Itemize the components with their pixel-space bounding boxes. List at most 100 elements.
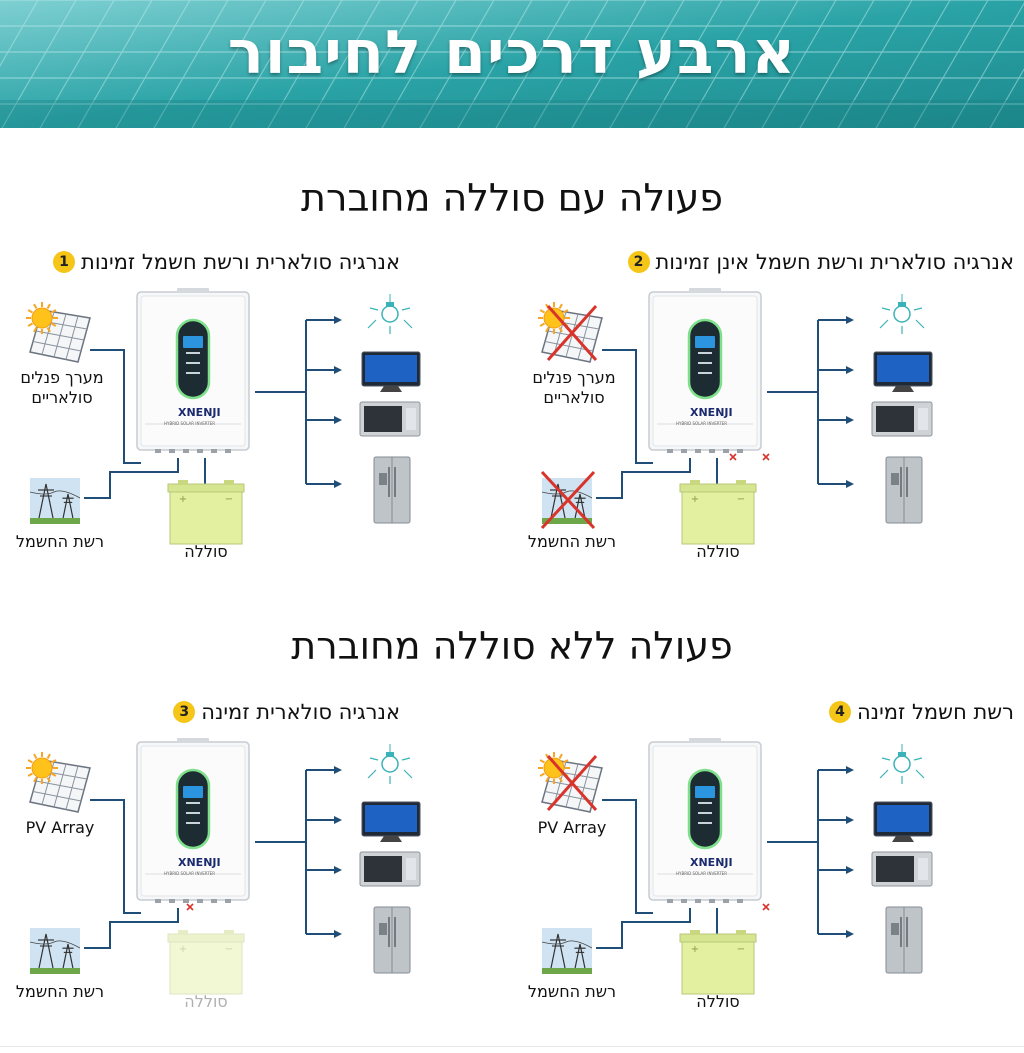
sun-icon <box>26 752 58 784</box>
disconnect-cross-icon <box>762 903 770 911</box>
arrow-head-icon <box>334 816 342 824</box>
light-bulb-icon <box>367 744 413 784</box>
arrow-head-icon <box>846 316 854 324</box>
battery-plus-icon: + <box>179 944 187 955</box>
mode-title-text: אנרגיה סולארית ורשת חשמל אינן זמינות <box>655 250 1015 274</box>
mode-number-badge: 3 <box>173 701 196 723</box>
light-bulb-icon <box>367 294 413 334</box>
tv-icon <box>361 801 421 842</box>
microwave-icon <box>359 851 421 887</box>
battery-minus-icon: − <box>737 494 745 505</box>
inverter-model-label: HYBRID SOLAR INVERTER <box>676 421 727 426</box>
mode-number-badge: 4 <box>828 701 851 723</box>
arrow-head-icon <box>334 930 342 938</box>
inverter-brand-label: XNENJI <box>690 856 733 869</box>
inverter-icon <box>648 288 762 453</box>
arrow-head-icon <box>846 366 854 374</box>
disconnect-cross-icon <box>186 903 194 911</box>
pv-connection-line <box>90 349 141 464</box>
grid-connection-line <box>596 458 691 499</box>
microwave-icon <box>359 401 421 437</box>
power-tower-icon <box>29 928 81 974</box>
connection-diagram: +− <box>538 288 933 545</box>
battery-icon: +− <box>679 930 757 995</box>
sun-icon <box>538 302 570 334</box>
microwave-icon <box>871 401 933 437</box>
arrow-head-icon <box>846 766 854 774</box>
arrow-head-icon <box>846 866 854 874</box>
solar-panel-icon <box>29 309 91 363</box>
inverter-brand-label: XNENJI <box>178 406 221 419</box>
section-heading-without-battery: פעולה ללא סוללה מחוברת <box>291 624 733 668</box>
battery-plus-icon: + <box>691 494 699 505</box>
inverter-icon <box>648 738 762 903</box>
arrow-head-icon <box>334 366 342 374</box>
battery-minus-icon: − <box>225 944 233 955</box>
inverter-brand-label: XNENJI <box>690 406 733 419</box>
section-heading-with-battery: פעולה עם סוללה מחוברת <box>301 176 723 220</box>
grid-connection-line <box>84 908 179 949</box>
battery-icon: +− <box>679 480 757 545</box>
solar-field-background <box>0 0 1024 128</box>
connection-diagram: +− <box>26 738 421 995</box>
cross-icon <box>540 470 596 530</box>
fridge-icon <box>885 906 923 974</box>
mode-title-text: אנרגיה סולארית ורשת חשמל זמינות <box>81 250 400 274</box>
battery-plus-icon: + <box>179 494 187 505</box>
inverter-icon <box>136 738 250 903</box>
sun-icon <box>26 302 58 334</box>
battery-label: סוללה <box>184 992 228 1011</box>
microwave-icon <box>871 851 933 887</box>
fridge-icon <box>373 456 411 524</box>
disconnect-cross-icon <box>762 453 770 461</box>
battery-minus-icon: − <box>225 494 233 505</box>
arrow-head-icon <box>334 316 342 324</box>
pv-connection-line <box>602 349 653 464</box>
footer-divider <box>0 1046 1024 1047</box>
battery-minus-icon: − <box>737 944 745 955</box>
mode-number-badge: 2 <box>627 251 650 273</box>
cross-icon <box>546 755 598 811</box>
power-tower-icon <box>29 478 81 524</box>
battery-icon: +− <box>167 930 245 995</box>
arrow-head-icon <box>334 416 342 424</box>
connection-diagram: +− <box>538 738 933 995</box>
inverter-icon <box>136 288 250 453</box>
grid-connection-line <box>84 458 179 499</box>
fridge-icon <box>885 456 923 524</box>
grid-label: רשת החשמל <box>15 532 105 551</box>
mode-title-text: אנרגיה סולארית זמינה <box>201 700 400 724</box>
battery-label: סוללה <box>696 992 740 1011</box>
inverter-model-label: HYBRID SOLAR INVERTER <box>676 871 727 876</box>
pv-array-label: PV Array <box>537 818 607 837</box>
arrow-head-icon <box>846 930 854 938</box>
arrow-head-icon <box>846 816 854 824</box>
disconnect-cross-icon <box>729 453 737 461</box>
arrow-head-icon <box>334 480 342 488</box>
light-bulb-icon <box>879 294 925 334</box>
arrow-head-icon <box>334 866 342 874</box>
power-tower-icon <box>541 928 593 974</box>
header-banner: ארבע דרכים לחיבור <box>0 0 1024 128</box>
page-title: ארבע דרכים לחיבור <box>227 18 797 88</box>
tv-icon <box>873 351 933 392</box>
arrow-head-icon <box>846 416 854 424</box>
battery-label: סוללה <box>696 542 740 561</box>
grid-label: רשת החשמל <box>527 982 617 1001</box>
inverter-model-label: HYBRID SOLAR INVERTER <box>164 871 215 876</box>
cross-icon <box>546 305 598 361</box>
light-bulb-icon <box>879 744 925 784</box>
pv-connection-line <box>90 799 141 914</box>
fridge-icon <box>373 906 411 974</box>
arrow-head-icon <box>846 480 854 488</box>
grid-connection-line <box>596 908 691 949</box>
